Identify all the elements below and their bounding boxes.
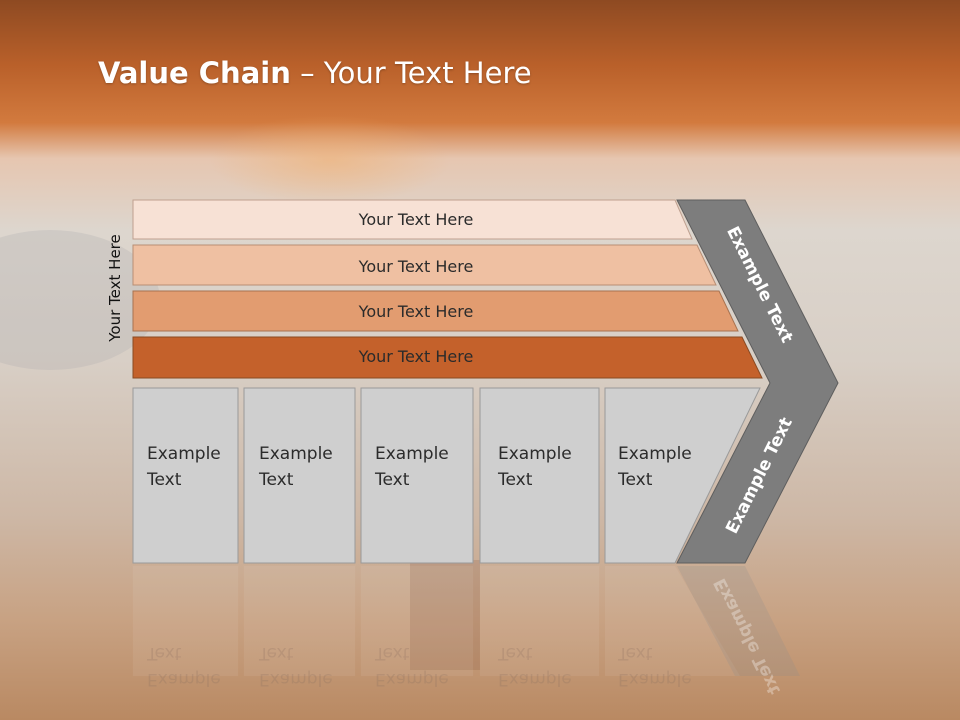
bar-3-shape [132, 336, 763, 379]
chevron-arrow: Example Text Example Text [676, 199, 839, 564]
box-4-shape [604, 387, 761, 564]
box-1-line1: Example [259, 444, 333, 464]
reflection-box-0 [133, 566, 238, 676]
reflection-box-1-line2: Text [258, 643, 294, 663]
box-4-line2: Text [617, 470, 653, 490]
bar-1: Your Text Here [132, 244, 717, 286]
bar-3: Your Text Here [132, 336, 763, 379]
reflection-box-0-line1: Example [147, 669, 221, 689]
reflection-box-0-line2: Text [146, 643, 182, 663]
box-1-line2: Text [258, 470, 294, 490]
box-3-line1: Example [498, 444, 572, 464]
bar-1-label: Your Text Here [358, 257, 474, 276]
box-4: Example Text [604, 387, 761, 564]
bar-2-shape [132, 290, 739, 332]
reflection-chevron [677, 566, 800, 676]
bar-3-label: Your Text Here [358, 347, 474, 366]
reflection-box-3 [480, 566, 599, 676]
box-3: Example Text [479, 387, 600, 564]
bar-0-shape [132, 199, 693, 240]
box-0: Example Text [132, 387, 239, 564]
bar-2: Your Text Here [132, 290, 739, 332]
reflection-box-3-line2: Text [497, 643, 533, 663]
bar-0: Your Text Here [132, 199, 693, 240]
box-2: Example Text [360, 387, 474, 564]
reflection-box-4 [605, 566, 740, 676]
box-2-shape [360, 387, 474, 564]
reflection-box-3-line1: Example [498, 669, 572, 689]
chevron-shape [676, 199, 839, 564]
reflection-box-4-line2: Text [617, 643, 653, 663]
bar-0-label: Your Text Here [358, 210, 474, 229]
reflection-box-1 [244, 566, 355, 676]
box-4-line1: Example [618, 444, 692, 464]
slide-title: Value Chain – Your Text Here [98, 56, 532, 90]
box-1: Example Text [243, 387, 356, 564]
box-0-line1: Example [147, 444, 221, 464]
bar-2-label: Your Text Here [358, 302, 474, 321]
box-3-shape [479, 387, 600, 564]
reflection: Example Text Example Text Example Text E… [133, 566, 800, 698]
box-0-line2: Text [146, 470, 182, 490]
reflection-box-1-line1: Example [259, 669, 333, 689]
box-0-shape [132, 387, 239, 564]
box-3-line2: Text [497, 470, 533, 490]
bar-1-shape [132, 244, 717, 286]
box-2-line2: Text [374, 470, 410, 490]
reflection-box-2 [361, 566, 473, 676]
reflection-box-4-line1: Example [618, 669, 692, 689]
reflection-box-2-line2: Text [374, 643, 410, 663]
box-1-shape [243, 387, 356, 564]
box-2-line1: Example [375, 444, 449, 464]
reflection-box-2-line1: Example [375, 669, 449, 689]
